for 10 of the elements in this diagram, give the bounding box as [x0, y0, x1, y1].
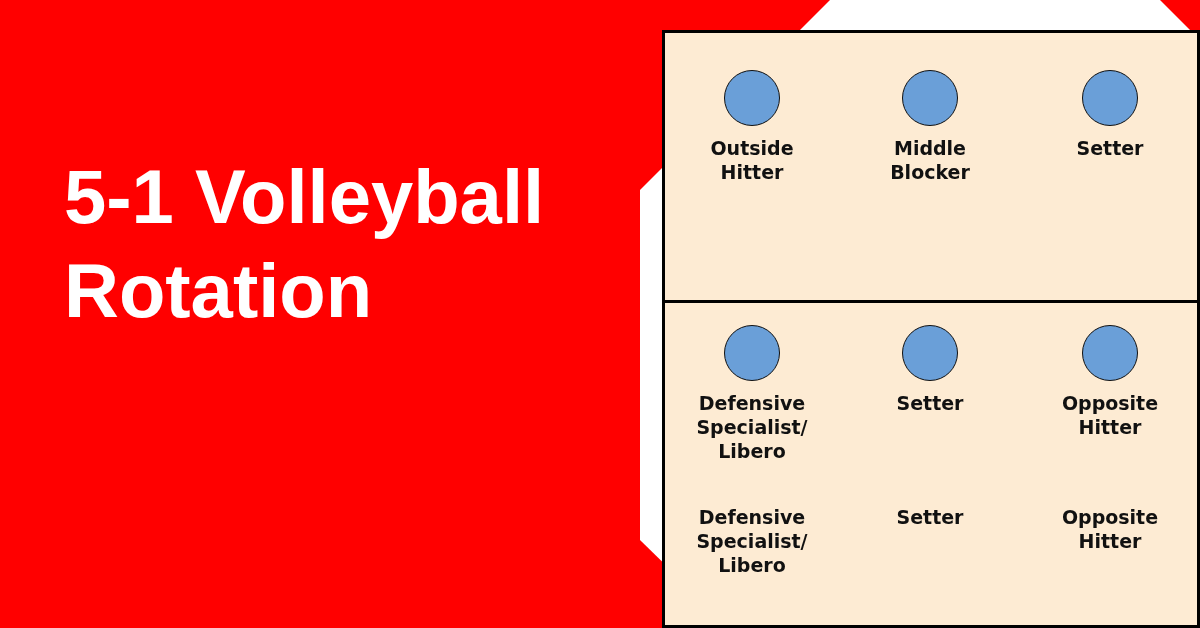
position-label: Opposite Hitter — [1060, 505, 1160, 553]
position-label: Opposite Hitter — [1060, 391, 1160, 439]
position-label: Setter — [895, 391, 965, 415]
position-label: Defensive Specialist/ Libero — [695, 505, 809, 577]
title: 5-1 Volleyball Rotation — [64, 153, 546, 335]
position-label: Setter — [1075, 136, 1145, 160]
position-label: Defensive Specialist/ Libero — [695, 391, 809, 463]
position-label: Middle Blocker — [889, 136, 971, 184]
position-label: Outside Hitter — [709, 136, 795, 184]
position-label: Setter — [895, 505, 965, 529]
